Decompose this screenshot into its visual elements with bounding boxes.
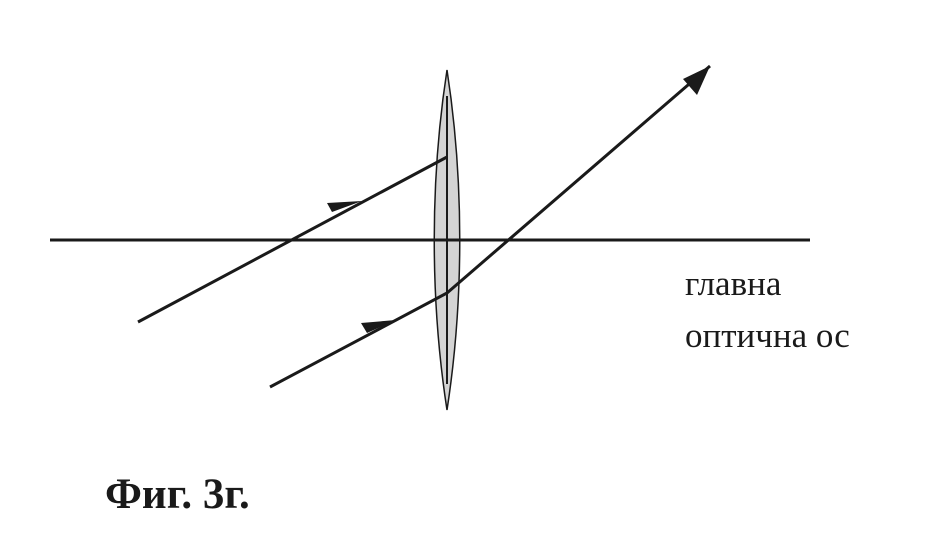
axis-label-line2: оптична ос [685,316,850,355]
arrowhead-icon [683,66,710,95]
arrowhead-icon [327,201,362,212]
figure-caption: Фиг. 3г. [105,471,250,518]
axis-label-line1: главна [685,264,782,303]
arrowhead-icon [361,320,396,333]
refracted-ray-lower [269,64,711,389]
incident-ray-upper [137,155,448,324]
